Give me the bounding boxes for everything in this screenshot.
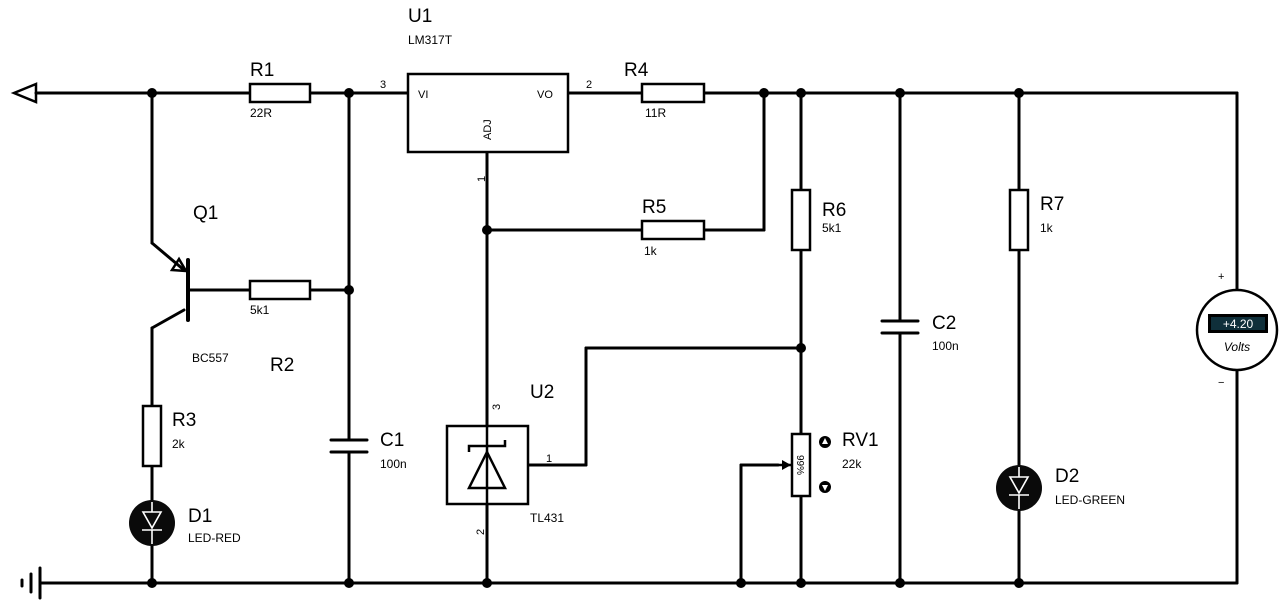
junction-dot — [1014, 88, 1024, 98]
voltmeter-minus: − — [1218, 377, 1224, 389]
d2-value: LED-GREEN — [1055, 493, 1125, 507]
r6-value: 5k1 — [822, 221, 842, 235]
r2-value: 5k1 — [250, 303, 270, 317]
resistor-r5[interactable]: R5 1k — [640, 197, 706, 258]
wires — [34, 91, 1239, 585]
ground-terminal — [20, 566, 42, 600]
potentiometer-rv1[interactable]: 99% RV1 22k — [778, 430, 879, 498]
voltmeter-plus: + — [1218, 271, 1224, 283]
r5-ref: R5 — [642, 197, 666, 218]
transistor-q1[interactable]: Q1 BC557 — [150, 203, 229, 365]
junction-dot — [344, 88, 354, 98]
u2-value: TL431 — [530, 511, 564, 525]
junction-dot — [895, 88, 905, 98]
c2-value: 100n — [932, 339, 959, 353]
r7-value: 1k — [1040, 221, 1054, 235]
capacitor-c2[interactable]: C2 100n — [880, 313, 959, 353]
r3-value: 2k — [172, 437, 186, 451]
rv1-value: 22k — [842, 457, 862, 471]
r7-ref: R7 — [1040, 194, 1064, 215]
r4-ref: R4 — [624, 60, 649, 81]
junction-dot — [482, 225, 492, 235]
junction-dot — [482, 578, 492, 588]
junction-dot — [759, 88, 769, 98]
led-d1[interactable]: D1 LED-RED — [129, 500, 241, 546]
u1-value: LM317T — [408, 33, 453, 47]
q1-value: BC557 — [192, 351, 229, 365]
resistor-r2[interactable]: 5k1 R2 — [248, 279, 312, 376]
u1-ref: U1 — [408, 6, 432, 27]
q1-ref: Q1 — [193, 203, 218, 224]
u1-pin-vi: VI — [418, 89, 428, 101]
u1-pin-adj: ADJ — [482, 119, 494, 140]
c1-value: 100n — [380, 457, 407, 471]
c1-ref: C1 — [380, 430, 404, 451]
capacitor-c1[interactable]: C1 100n — [329, 430, 407, 471]
u2-pin-top: 3 — [491, 404, 503, 410]
junction-dot — [796, 343, 806, 353]
resistor-r3[interactable]: R3 2k — [141, 404, 196, 468]
d1-value: LED-RED — [188, 531, 241, 545]
resistor-r1[interactable]: R1 22R — [248, 60, 312, 120]
u2-pin-bottom: 2 — [475, 529, 487, 535]
rv1-wiper-percent: 99% — [794, 455, 805, 475]
led-d2[interactable]: D2 LED-GREEN — [996, 465, 1125, 511]
resistor-r6[interactable]: R6 5k1 — [790, 188, 846, 252]
rv1-ref: RV1 — [842, 430, 879, 451]
u2-pin-right: 1 — [546, 453, 552, 465]
r2-ref: R2 — [270, 355, 294, 376]
input-terminal — [10, 82, 38, 104]
d2-ref: D2 — [1055, 466, 1079, 487]
u2-ref: U2 — [530, 382, 554, 403]
u1-pin-in-number: 3 — [380, 79, 386, 91]
resistor-r7[interactable]: R7 1k — [1008, 188, 1064, 252]
junction-dot — [344, 578, 354, 588]
u1-pin-out-number: 2 — [586, 79, 592, 91]
junction-dot — [344, 285, 354, 295]
voltmeter[interactable]: +4.20 Volts + − — [1195, 271, 1279, 389]
resistor-r4[interactable]: R4 11R — [624, 60, 706, 120]
junction-dot — [736, 578, 746, 588]
junction-dot — [796, 88, 806, 98]
r1-value: 22R — [250, 106, 272, 120]
regulator-u1[interactable]: U1 LM317T VI VO ADJ 3 2 1 — [380, 6, 592, 182]
junction-dot — [1014, 578, 1024, 588]
r5-value: 1k — [644, 244, 658, 258]
junction-dot — [147, 578, 157, 588]
junction-dot — [796, 578, 806, 588]
c2-ref: C2 — [932, 313, 956, 334]
u1-pin-adj-number: 1 — [476, 176, 488, 182]
r4-value: 11R — [645, 106, 666, 120]
voltmeter-unit: Volts — [1224, 340, 1250, 354]
voltmeter-reading: +4.20 — [1223, 317, 1254, 331]
r3-ref: R3 — [172, 410, 196, 431]
r1-ref: R1 — [250, 60, 274, 81]
junctions — [147, 88, 1024, 588]
r6-ref: R6 — [822, 200, 846, 221]
junction-dot — [895, 578, 905, 588]
u1-pin-vo: VO — [537, 89, 553, 101]
d1-ref: D1 — [188, 506, 212, 527]
junction-dot — [147, 88, 157, 98]
shunt-reference-u2[interactable]: U2 TL431 3 1 2 — [445, 382, 564, 535]
